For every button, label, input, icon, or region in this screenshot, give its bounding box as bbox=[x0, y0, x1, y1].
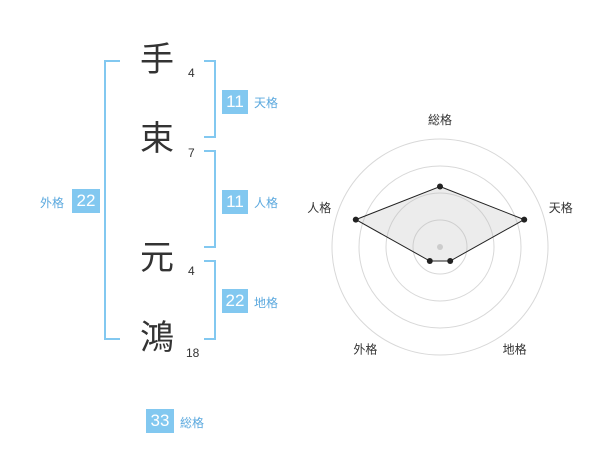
stroke-count-3: 4 bbox=[188, 264, 195, 278]
tenkaku-badge: 11 bbox=[222, 90, 248, 114]
radar-series-area bbox=[354, 185, 526, 262]
tenkaku-bracket bbox=[204, 60, 216, 138]
radar-point-3 bbox=[447, 258, 454, 264]
gaikaku-bracket bbox=[104, 60, 120, 340]
soukaku-label: 総格 bbox=[180, 416, 205, 430]
gaikaku-badge: 22 bbox=[72, 189, 100, 213]
jinkaku-bracket bbox=[204, 150, 216, 248]
name-char-3: 元 bbox=[140, 238, 174, 278]
chikaku-bracket bbox=[204, 260, 216, 340]
radar-point-1 bbox=[437, 183, 443, 190]
radar-axis-label-1: 総格 bbox=[428, 112, 452, 127]
gaikaku-label: 外格 bbox=[40, 196, 65, 210]
stroke-count-1: 4 bbox=[188, 66, 195, 80]
tenkaku-label: 天格 bbox=[254, 96, 279, 110]
jinkaku-label: 人格 bbox=[254, 196, 279, 210]
radar-point-2 bbox=[521, 216, 528, 223]
chikaku-badge: 22 bbox=[222, 289, 248, 313]
radar-ring-1 bbox=[412, 219, 468, 275]
radar-axis-label-5: 人格 bbox=[307, 200, 331, 215]
name-char-1: 手 bbox=[140, 40, 174, 80]
radar-point-5 bbox=[352, 216, 359, 223]
chikaku-label: 地格 bbox=[254, 296, 279, 310]
radar-ring-4 bbox=[331, 138, 549, 356]
radar-ring-2 bbox=[385, 192, 495, 302]
radar-axis-label-2: 天格 bbox=[549, 200, 573, 215]
radar-center-point bbox=[437, 244, 443, 250]
name-char-2: 束 bbox=[140, 119, 174, 159]
jinkaku-badge: 11 bbox=[222, 190, 248, 214]
stroke-count-2: 7 bbox=[188, 146, 195, 160]
radar-axis-label-4: 外格 bbox=[353, 342, 377, 357]
radar-axis-label-3: 地格 bbox=[503, 342, 527, 357]
soukaku-badge: 33 bbox=[146, 409, 174, 433]
radar-ring-3 bbox=[358, 165, 522, 329]
stroke-count-4: 18 bbox=[186, 346, 200, 360]
name-char-4: 鴻 bbox=[140, 318, 174, 358]
radar-point-4 bbox=[426, 258, 433, 264]
